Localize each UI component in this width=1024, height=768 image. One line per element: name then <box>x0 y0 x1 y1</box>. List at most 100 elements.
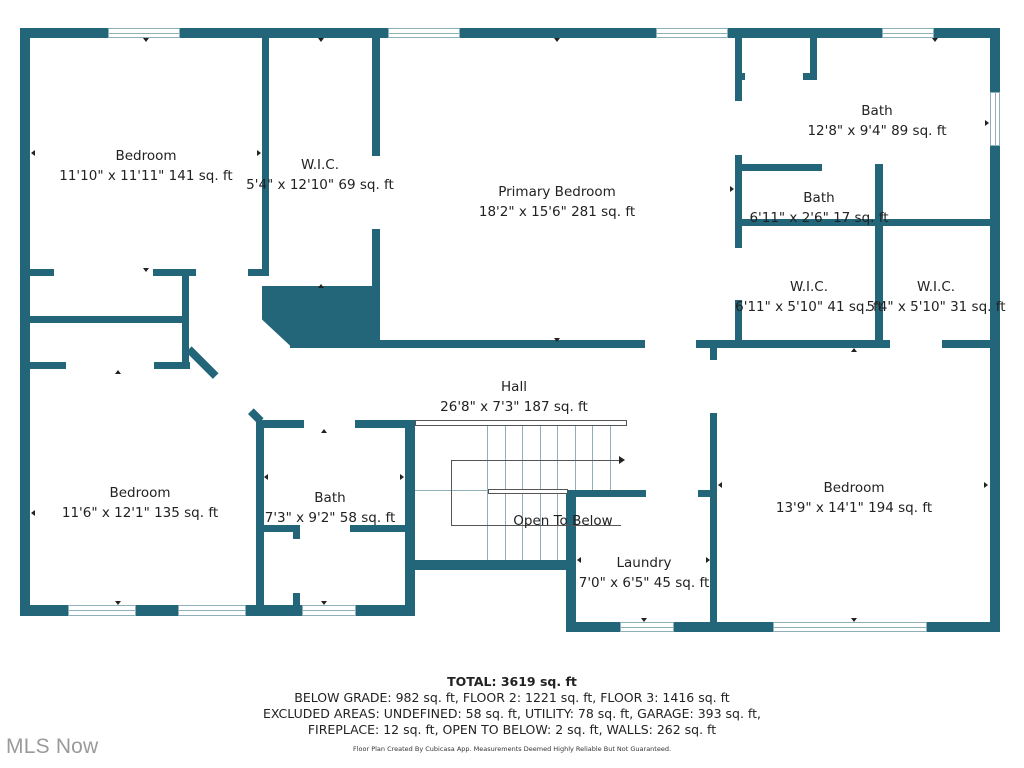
wall <box>372 28 380 156</box>
measure-marker-icon <box>143 268 149 272</box>
wall <box>256 420 264 616</box>
room-label-wic-primary-2: W.I.C. 5'4" x 5'10" 31 sq. ft <box>866 277 1005 317</box>
wall <box>30 269 54 276</box>
wall <box>20 28 1000 38</box>
measure-marker-icon <box>932 38 938 42</box>
measure-marker-icon <box>318 284 324 288</box>
room-dimensions: 26'8" x 7'3" 187 sq. ft <box>440 399 588 415</box>
wall <box>186 346 219 379</box>
measure-marker-icon <box>115 370 121 374</box>
wall <box>154 362 190 369</box>
window <box>620 622 674 632</box>
room-dimensions: 6'11" x 5'10" 41 sq. ft <box>735 299 883 315</box>
room-label-bath-hall: Bath 7'3" x 9'2" 58 sq. ft <box>265 488 396 528</box>
measure-marker-icon <box>115 601 121 605</box>
total-area: TOTAL: 3619 sq. ft <box>447 674 577 689</box>
room-dimensions: 5'4" x 5'10" 31 sq. ft <box>866 299 1006 315</box>
staircase <box>415 420 627 560</box>
room-label-open-to-below: Open To Below <box>513 511 612 531</box>
stair-direction-arrow-icon <box>619 456 625 464</box>
measure-marker-icon <box>554 38 560 42</box>
measure-marker-icon <box>984 482 988 488</box>
measure-marker-icon <box>321 601 327 605</box>
room-label-hall: Hall 26'8" x 7'3" 187 sq. ft <box>440 377 588 417</box>
room-name: W.I.C. <box>300 157 340 173</box>
wall <box>350 525 408 532</box>
window <box>388 28 460 38</box>
window <box>302 605 356 616</box>
wall <box>710 413 717 632</box>
room-name: Primary Bedroom <box>498 184 616 200</box>
measure-marker-icon <box>143 38 149 42</box>
wall <box>566 490 646 497</box>
measure-marker-icon <box>400 474 404 480</box>
room-name: W.I.C. <box>789 279 829 295</box>
floor-plan: Bedroom 11'10" x 11'11" 141 sq. ft W.I.C… <box>20 28 1006 632</box>
room-name: W.I.C. <box>916 279 956 295</box>
wall <box>566 492 576 632</box>
measure-marker-icon <box>730 186 734 192</box>
room-name: Bedroom <box>823 480 885 496</box>
wall <box>290 340 645 348</box>
room-label-bedroom-se: Bedroom 13'9" x 14'1" 194 sq. ft <box>776 478 932 518</box>
window <box>68 605 136 616</box>
room-dimensions: 12'8" x 9'4" 89 sq. ft <box>807 123 947 139</box>
wall <box>405 420 415 570</box>
wall <box>405 560 575 570</box>
room-name: Laundry <box>616 555 672 571</box>
credit-note: Floor Plan Created By Cubicasa App. Meas… <box>352 745 672 753</box>
room-label-bedroom-nw: Bedroom 11'10" x 11'11" 141 sq. ft <box>59 146 232 186</box>
room-name: Bath <box>314 490 346 506</box>
wall <box>696 340 990 348</box>
excluded-areas: EXCLUDED AREAS: UNDEFINED: 58 sq. ft, UT… <box>263 706 761 721</box>
measure-marker-icon <box>851 618 857 622</box>
wall <box>153 269 196 276</box>
wall <box>875 164 883 346</box>
area-summary: TOTAL: 3619 sq. ft BELOW GRADE: 982 sq. … <box>0 674 1024 754</box>
room-dimensions: 18'2" x 15'6" 281 sq. ft <box>478 204 636 220</box>
measure-marker-icon <box>554 338 560 342</box>
measure-marker-icon <box>31 510 35 516</box>
window <box>656 28 728 38</box>
room-label-wic-north: W.I.C. 5'4" x 12'10" 69 sq. ft <box>246 155 394 195</box>
window <box>108 28 180 38</box>
wall <box>248 269 264 276</box>
room-dimensions: 7'3" x 9'2" 58 sq. ft <box>264 510 396 526</box>
wall <box>735 28 742 101</box>
wall <box>262 525 300 532</box>
measure-marker-icon <box>257 150 261 156</box>
door-opening <box>890 340 942 348</box>
measure-marker-icon <box>31 150 35 156</box>
wall <box>293 593 300 607</box>
window <box>178 605 246 616</box>
room-name: Bath <box>861 103 893 119</box>
measure-marker-icon <box>641 618 647 622</box>
measure-marker-icon <box>321 429 327 433</box>
wall <box>990 28 1000 632</box>
wall <box>405 560 415 616</box>
window <box>990 92 1000 146</box>
wall <box>30 362 66 369</box>
wall <box>735 300 742 348</box>
wall <box>735 164 822 171</box>
wall <box>256 420 304 428</box>
floor-breakdown: BELOW GRADE: 982 sq. ft, FLOOR 2: 1221 s… <box>294 690 730 705</box>
wall <box>698 490 716 497</box>
room-label-bath-primary: Bath 12'8" x 9'4" 89 sq. ft <box>807 101 946 141</box>
room-dimensions: 5'4" x 12'10" 69 sq. ft <box>246 177 394 193</box>
window <box>882 28 934 38</box>
excluded-areas-continued: FIREPLACE: 12 sq. ft, OPEN TO BELOW: 2 s… <box>307 722 717 737</box>
room-label-wic-primary-1: W.I.C. 6'11" x 5'10" 41 sq. ft <box>735 277 883 317</box>
room-label-bedroom-sw: Bedroom 11'6" x 12'1" 135 sq. ft <box>62 483 218 523</box>
room-label-laundry: Laundry 7'0" x 6'5" 45 sq. ft <box>579 553 710 593</box>
room-name: Open To Below <box>513 513 613 529</box>
wall <box>735 155 742 248</box>
room-name: Hall <box>501 379 527 395</box>
room-name: Bath <box>803 190 835 206</box>
room-name: Bedroom <box>109 485 171 501</box>
room-label-primary-bedroom: Primary Bedroom 18'2" x 15'6" 281 sq. ft <box>479 182 635 222</box>
wall <box>262 28 269 276</box>
wall <box>262 286 380 347</box>
room-label-bath-small: Bath 6'11" x 2'6" 17 sq. ft <box>749 188 888 228</box>
wall <box>20 28 30 616</box>
